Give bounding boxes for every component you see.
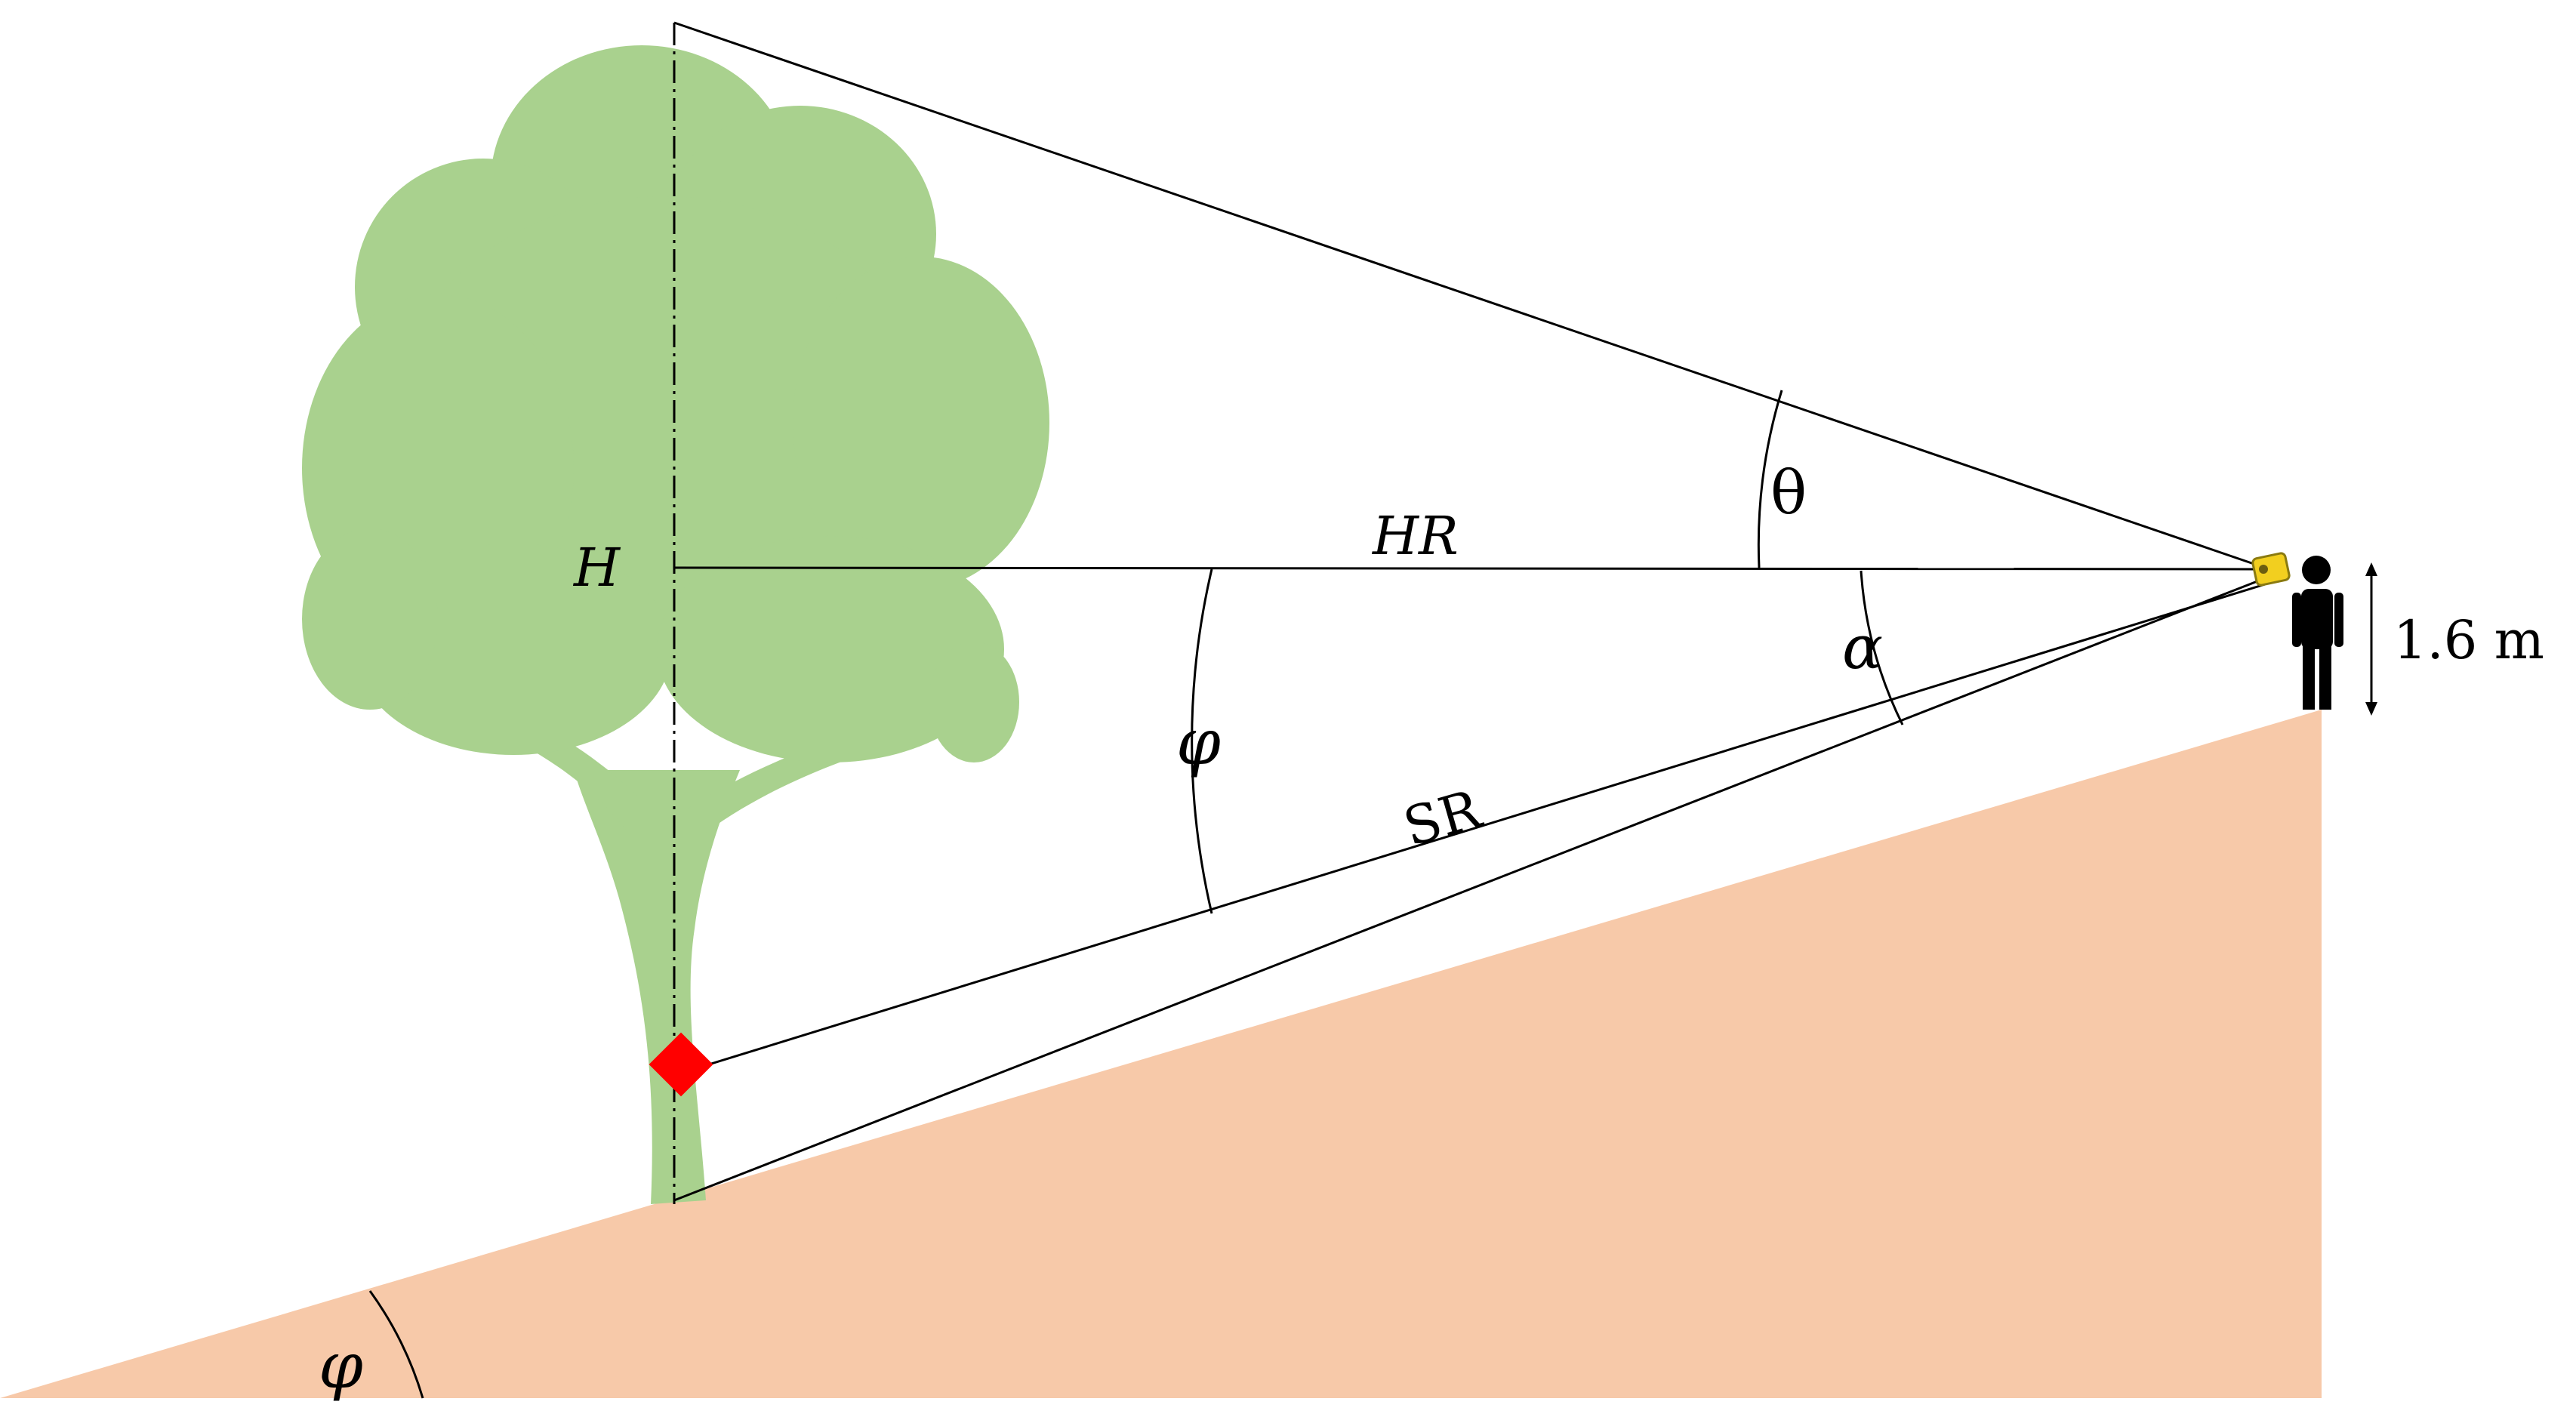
tree-canopy-right <box>793 257 1049 589</box>
alpha-arc <box>1860 570 1904 725</box>
observer-person <box>2292 556 2343 710</box>
line-slope-range <box>679 583 2266 1075</box>
tree-canopy-far-right <box>929 642 1019 762</box>
theta-arc <box>1757 390 1783 568</box>
line-to-tree-base <box>673 577 2266 1202</box>
person-torso <box>2301 589 2333 649</box>
height-label: H <box>572 537 621 599</box>
eye-height-dimension <box>2365 562 2377 716</box>
tree-canopy-lower-right <box>657 536 1004 762</box>
sight-lines <box>673 21 2266 1202</box>
phi-ground-arc <box>368 1290 424 1399</box>
person-leg-right <box>2319 645 2331 710</box>
ground-slope <box>0 710 2322 1398</box>
angle-arcs <box>368 390 1904 1399</box>
line-to-tree-top <box>673 21 2266 569</box>
eye-height-label: 1.6 m <box>2393 609 2544 671</box>
theta-label: θ <box>1770 457 1807 528</box>
phi-upper-label: φ <box>1176 705 1221 779</box>
tree-trunk <box>574 770 740 1204</box>
person-arm-right <box>2334 593 2343 647</box>
slope-range-label: SR <box>1397 778 1489 858</box>
line-horizontal-range <box>673 566 2266 571</box>
tree <box>302 45 1049 1204</box>
person-arm-left <box>2292 593 2301 647</box>
rangefinder-device <box>2251 552 2291 587</box>
person-head <box>2302 556 2331 584</box>
person-leg-left <box>2303 645 2315 710</box>
tree-canopy-far-left <box>302 528 438 710</box>
alpha-label: α <box>1842 612 1883 682</box>
horizontal-range-label: HR <box>1371 505 1459 567</box>
phi-ground-label: φ <box>319 1329 363 1403</box>
phi-upper-arc <box>1191 568 1213 914</box>
